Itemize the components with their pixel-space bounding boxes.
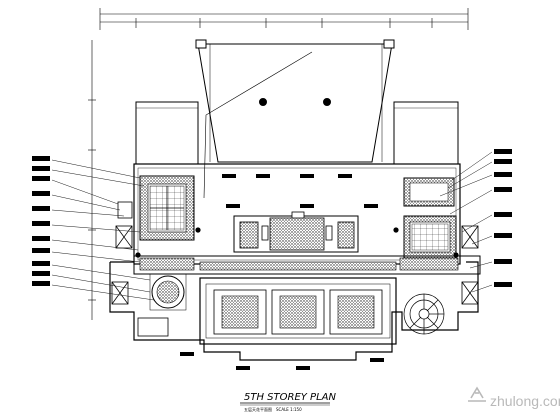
upper-right-room: [393, 101, 459, 165]
lower-hall: [199, 277, 397, 345]
watermark-text: zhulong.com: [490, 393, 560, 409]
right-annotation-leaders: [439, 151, 493, 293]
drawing-subtitle: 五层天花平面图 SCALE 1:150: [244, 406, 302, 412]
right-annotation-tags: [494, 149, 512, 287]
inner-annotation-tags: [180, 174, 384, 370]
service-shafts: [111, 201, 479, 337]
top-dimension-line: [99, 8, 469, 30]
upper-left-room: [135, 101, 199, 165]
left-coffered-ceiling: [139, 175, 195, 241]
site-watermark: zhulong.com: [468, 386, 560, 409]
upper-atrium: [195, 39, 395, 199]
left-annotation-leaders: [51, 159, 155, 301]
spiral-staircase: [403, 293, 445, 335]
drawing-title: 5TH STOREY PLAN: [244, 392, 336, 403]
watermark-logo-icon: [468, 386, 486, 402]
central-ceiling-panels: [233, 211, 359, 253]
round-lobby: [149, 273, 187, 311]
left-annotation-tags: [32, 156, 50, 286]
corridor-band: [133, 255, 481, 275]
title-block: 5TH STOREY PLAN 五层天花平面图 SCALE 1:150: [240, 392, 336, 412]
right-coffered-ceiling: [403, 177, 457, 259]
left-dimension-line: [88, 40, 96, 320]
